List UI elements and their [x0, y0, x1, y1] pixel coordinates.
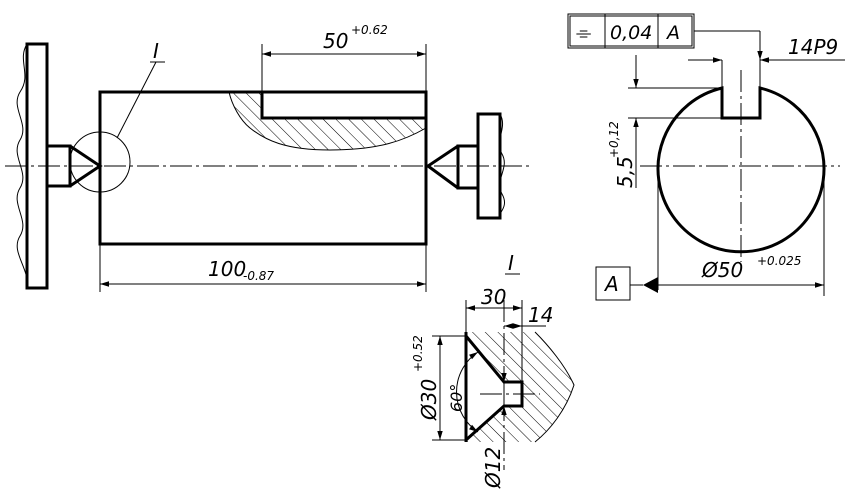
keyway-slot [260, 90, 428, 120]
detail-view: I 30 14 Ø30 +0.52 60° [411, 251, 575, 489]
shaft-cross-section [656, 86, 826, 254]
shaft-length-value: 100 [208, 257, 246, 281]
slot-length-tolerance: +0.62 [351, 23, 388, 37]
tolerance-value: 0,04 [610, 22, 652, 44]
detail-circle [69, 131, 131, 193]
bore-diameter-value: Ø12 [481, 447, 505, 489]
datum-box [595, 266, 631, 301]
shaft-length-tolerance: -0.87 [243, 269, 274, 283]
datum-label: A [603, 272, 619, 296]
tolerance-symbol: ⌯ [576, 22, 591, 44]
key-width-value: 14P9 [788, 35, 838, 59]
tolerance-datum: A [665, 22, 680, 44]
feature-control-frame: ⌯ 0,04 A [567, 13, 763, 60]
keyway-section-hatch [229, 92, 426, 150]
slot-length-value: 50 [323, 29, 348, 53]
section-view: 14P9 ⌯ 0,04 A 5,5 +0,12 Ø50 +0.025 [567, 13, 845, 301]
diameter-value: Ø50 [701, 258, 743, 282]
detail-mark-label: I [153, 39, 159, 63]
angle-value: 60° [447, 384, 466, 412]
datum-triangle [643, 277, 658, 293]
detail-hatch-lower [466, 385, 574, 442]
detail-view-title: I [508, 251, 514, 275]
main-view: I 50 +0.62 100 -0.87 [5, 23, 530, 292]
right-center-fixture [425, 112, 505, 220]
key-depth-value: 5,5 [613, 156, 637, 188]
key-depth-tolerance: +0,12 [607, 121, 621, 158]
angle-arc [456, 351, 479, 433]
depth-total-value: 30 [481, 285, 506, 309]
diameter-tolerance: +0.025 [757, 254, 801, 268]
depth-bore-value: 14 [528, 303, 553, 327]
detail-hatch-upper [466, 332, 574, 398]
cone-diameter-tolerance: +0.52 [411, 335, 425, 372]
cone-diameter-value: Ø30 [417, 379, 441, 421]
